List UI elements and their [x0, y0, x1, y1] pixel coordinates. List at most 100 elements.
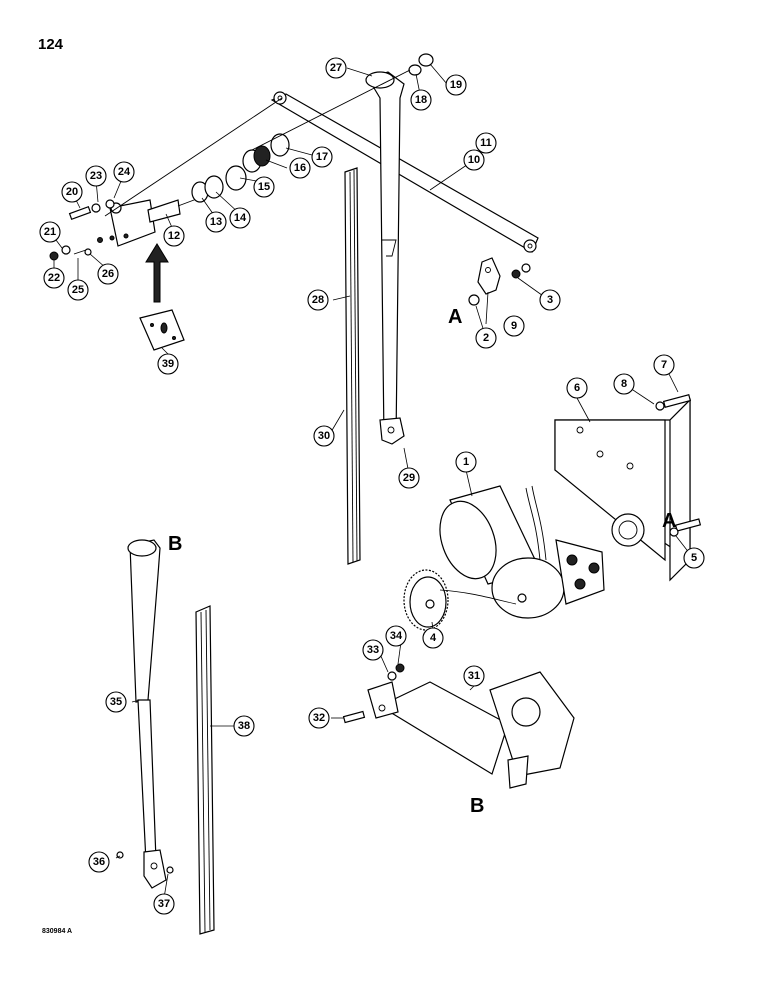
drawing-code: 830984 A: [42, 928, 73, 935]
callout-25: 25: [67, 279, 89, 301]
bracket-fasteners: [655, 394, 702, 537]
svg-text:10: 10: [468, 154, 480, 166]
linkage-bracket: [468, 257, 531, 306]
svg-text:8: 8: [621, 378, 627, 390]
svg-text:6: 6: [574, 382, 580, 394]
svg-text:3: 3: [547, 294, 553, 306]
callout-28: 28: [307, 289, 329, 311]
svg-text:19: 19: [450, 79, 462, 91]
callout-12: 12: [163, 225, 185, 247]
callout-18: 18: [410, 89, 432, 111]
callout-5: 5: [683, 547, 705, 569]
callout-29: 29: [398, 467, 420, 489]
callout-6: 6: [566, 377, 588, 399]
callout-3: 3: [539, 289, 561, 311]
svg-text:2: 2: [483, 332, 489, 344]
callout-33: 33: [362, 639, 384, 661]
callout-23: 23: [85, 165, 107, 187]
svg-text:29: 29: [403, 472, 415, 484]
callout-37: 37: [153, 893, 175, 915]
callout-38: 38: [233, 715, 255, 737]
svg-text:11: 11: [480, 137, 492, 149]
rear-wiper-motor: [342, 663, 575, 789]
callout-10: 10: [463, 149, 485, 171]
svg-text:34: 34: [390, 630, 403, 642]
callout-27: 27: [325, 57, 347, 79]
svg-text:1: 1: [463, 456, 469, 468]
svg-text:33: 33: [367, 644, 379, 656]
motor-bracket: [554, 398, 691, 582]
ref-letter-b-upper: B: [168, 533, 182, 555]
svg-text:4: 4: [430, 632, 437, 644]
svg-text:22: 22: [48, 272, 60, 284]
callout-31: 31: [463, 665, 485, 687]
wiper-blade-upper: [344, 167, 361, 565]
callout-17: 17: [311, 146, 333, 168]
svg-text:37: 37: [158, 898, 170, 910]
callout-13: 13: [205, 211, 227, 233]
svg-text:24: 24: [118, 166, 131, 178]
callout-26: 26: [97, 263, 119, 285]
svg-text:21: 21: [44, 226, 56, 238]
svg-text:32: 32: [313, 712, 325, 724]
pivot-shaft-housing: [97, 193, 211, 247]
svg-text:14: 14: [234, 212, 247, 224]
callout-36: 36: [88, 851, 110, 873]
callout-2: 2: [475, 327, 497, 349]
callout-39: 39: [157, 353, 179, 375]
callout-7: 7: [653, 354, 675, 376]
svg-text:17: 17: [316, 151, 328, 163]
svg-text:39: 39: [162, 358, 174, 370]
svg-text:36: 36: [93, 856, 105, 868]
wiper-blade-lower: [195, 605, 215, 935]
callout-11: 11: [475, 132, 497, 154]
wiper-motor: [439, 485, 605, 619]
svg-text:5: 5: [691, 552, 697, 564]
svg-text:31: 31: [468, 670, 480, 682]
callout-24: 24: [113, 161, 135, 183]
drive-gear: [403, 569, 517, 631]
ref-letter-b-lower: B: [470, 795, 484, 817]
mounting-gasket: [139, 309, 185, 351]
callout-15: 15: [253, 176, 275, 198]
svg-text:30: 30: [318, 430, 330, 442]
pivot-arm: [365, 71, 405, 445]
svg-text:16: 16: [294, 162, 306, 174]
svg-text:18: 18: [415, 94, 427, 106]
callout-19: 19: [445, 74, 467, 96]
svg-text:9: 9: [511, 320, 517, 332]
page-number: 124: [38, 36, 64, 53]
callout-20: 20: [61, 181, 83, 203]
ref-letter-a-right: A: [662, 510, 676, 532]
callout-21: 21: [39, 221, 61, 243]
svg-text:28: 28: [312, 294, 324, 306]
svg-text:13: 13: [210, 216, 222, 228]
callout-1: 1: [455, 451, 477, 473]
callout-22: 22: [43, 267, 65, 289]
svg-text:26: 26: [102, 268, 114, 280]
svg-text:20: 20: [66, 186, 78, 198]
callout-4: 4: [422, 627, 444, 649]
svg-text:12: 12: [168, 230, 180, 242]
svg-text:38: 38: [238, 720, 250, 732]
callout-32: 32: [308, 707, 330, 729]
callout-35: 35: [105, 691, 127, 713]
svg-text:25: 25: [72, 284, 84, 296]
callout-14: 14: [229, 207, 251, 229]
housing-fasteners: [49, 199, 115, 261]
housing-hardware: [104, 53, 434, 217]
svg-text:27: 27: [330, 62, 342, 74]
svg-text:23: 23: [90, 170, 102, 182]
linkage-bar: [270, 91, 539, 253]
callout-9: 9: [503, 315, 525, 337]
callout-8: 8: [613, 373, 635, 395]
ref-letter-a-left: A: [448, 306, 462, 328]
svg-text:35: 35: [110, 696, 122, 708]
callout-16: 16: [289, 157, 311, 179]
svg-text:15: 15: [258, 181, 270, 193]
callout-34: 34: [385, 625, 407, 647]
wiper-arm: [116, 539, 174, 889]
svg-text:7: 7: [661, 359, 667, 371]
assembly-arrow-icon: [145, 243, 169, 303]
